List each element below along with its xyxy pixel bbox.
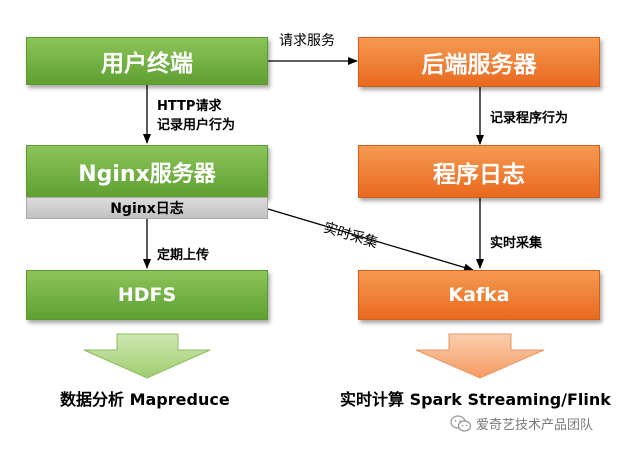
nginx-server-label: Nginx服务器 — [78, 161, 216, 187]
watermark: 爱奇艺技术产品团队 — [450, 414, 593, 433]
orange-down-arrow — [415, 333, 545, 379]
streaming-output-label: 实时计算 Spark Streaming/Flink — [340, 390, 611, 409]
arrow-nginxlog-to-kafka — [267, 208, 474, 272]
request-service-label: 请求服务 — [279, 33, 335, 49]
realtime-collect-vertical-label: 实时采集 — [490, 236, 543, 251]
program-log-label: 程序日志 — [433, 161, 525, 188]
wechat-icon — [450, 414, 472, 432]
nginx-log-bar: Nginx日志 — [26, 197, 268, 219]
nginx-log-label: Nginx日志 — [110, 201, 184, 217]
scheduled-upload-label: 定期上传 — [157, 248, 210, 263]
backend-server-label: 后端服务器 — [421, 52, 537, 78]
nginx-server-box: Nginx服务器 — [26, 145, 268, 198]
batch-output-label: 数据分析 Mapreduce — [60, 390, 230, 409]
program-log-box: 程序日志 — [358, 145, 600, 198]
hdfs-label: HDFS — [117, 284, 177, 306]
user-terminal-label: 用户终端 — [101, 51, 193, 77]
record-user-behavior-label: 记录用户行为 — [157, 118, 236, 133]
user-terminal-box: 用户终端 — [26, 37, 268, 85]
green-down-arrow — [83, 333, 211, 379]
watermark-text: 爱奇艺技术产品团队 — [476, 418, 594, 433]
hdfs-box: HDFS — [26, 270, 268, 320]
record-program-behavior-label: 记录程序行为 — [490, 111, 569, 126]
backend-server-box: 后端服务器 — [358, 37, 600, 87]
http-request-label: HTTP请求 — [157, 99, 222, 114]
kafka-label: Kafka — [448, 284, 510, 306]
kafka-box: Kafka — [358, 270, 600, 320]
